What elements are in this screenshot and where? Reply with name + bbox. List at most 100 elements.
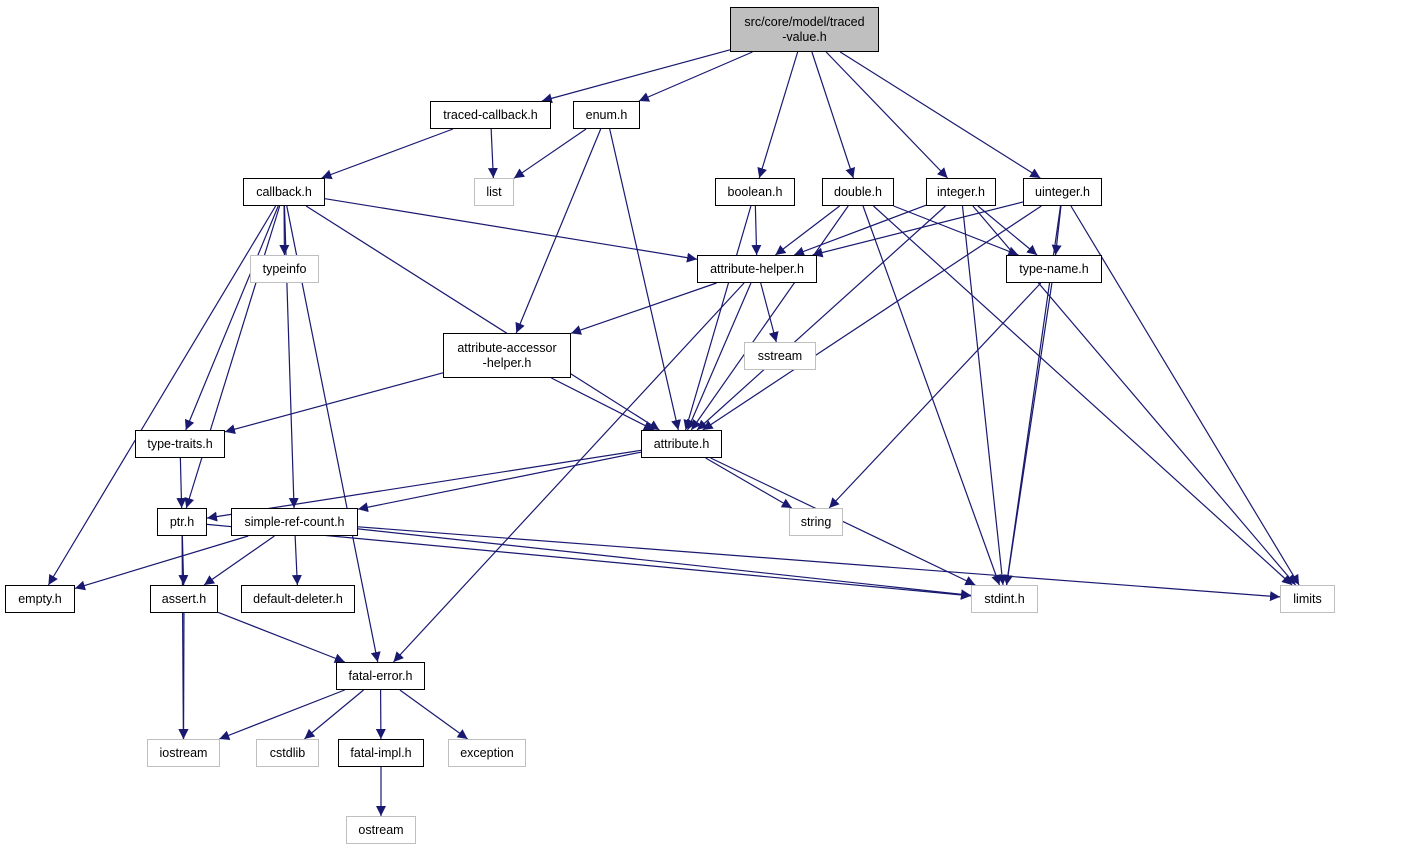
node-traced-callback[interactable]: traced-callback.h [430, 101, 551, 129]
node-default-deleter[interactable]: default-deleter.h [241, 585, 355, 613]
node-label: traced-callback.h [443, 107, 538, 122]
node-type-traits[interactable]: type-traits.h [135, 430, 225, 458]
node-label: integer.h [937, 184, 985, 199]
edge-simple-ref-count-to-assert [203, 535, 275, 586]
node-stdint: stdint.h [971, 585, 1038, 613]
node-cstdlib: cstdlib [256, 739, 319, 767]
node-label: string [800, 514, 832, 529]
edge-integer-to-type-name [977, 205, 1038, 256]
edge-attribute-helper-to-attribute [686, 282, 752, 431]
node-list: list [474, 178, 514, 206]
edge-callback-to-attribute-helper [324, 198, 698, 263]
edge-enum-to-list [513, 128, 587, 179]
node-assert[interactable]: assert.h [150, 585, 218, 613]
node-label: uinteger.h [1035, 184, 1090, 199]
node-iostream: iostream [147, 739, 220, 767]
node-label: attribute-accessor -helper.h [457, 340, 557, 370]
node-uinteger[interactable]: uinteger.h [1023, 178, 1102, 206]
dependency-edges [47, 49, 1300, 816]
node-label: assert.h [161, 591, 207, 606]
node-label: stdint.h [984, 591, 1025, 606]
edge-boolean-to-attribute-helper [751, 205, 762, 256]
node-fatal-error[interactable]: fatal-error.h [336, 662, 425, 690]
edge-double-to-stdint [862, 205, 1001, 586]
edge-root-to-double [811, 51, 856, 179]
edge-integer-to-attribute-helper [793, 204, 927, 257]
edge-enum-to-attribute-accessor-helper [515, 128, 602, 334]
edge-assert-to-fatal-error [217, 611, 345, 664]
node-label: type-name.h [1019, 261, 1089, 276]
node-callback[interactable]: callback.h [243, 178, 325, 206]
edge-callback-to-ptr [184, 205, 281, 509]
node-label: empty.h [18, 591, 62, 606]
edge-type-name-to-string [828, 282, 1042, 509]
node-label: fatal-impl.h [350, 745, 412, 760]
node-empty[interactable]: empty.h [5, 585, 75, 613]
node-limits: limits [1280, 585, 1335, 613]
node-sstream: sstream [744, 342, 816, 370]
edge-type-name-to-stdint [1003, 282, 1053, 586]
node-attribute-accessor-helper[interactable]: attribute-accessor -helper.h [443, 333, 571, 378]
node-label: callback.h [256, 184, 312, 199]
node-label: type-traits.h [147, 436, 213, 451]
edge-simple-ref-count-to-empty [74, 535, 249, 591]
node-label: boolean.h [727, 184, 783, 199]
edge-root-to-integer [825, 51, 948, 179]
edge-attribute-to-simple-ref-count [357, 451, 642, 513]
node-string: string [789, 508, 843, 536]
edge-attribute-to-ptr [206, 449, 642, 522]
node-ptr[interactable]: ptr.h [157, 508, 207, 536]
node-attribute-helper[interactable]: attribute-helper.h [697, 255, 817, 283]
edge-ptr-to-stdint [206, 523, 972, 600]
node-fatal-impl[interactable]: fatal-impl.h [338, 739, 424, 767]
node-label: attribute.h [653, 436, 710, 451]
node-simple-ref-count[interactable]: simple-ref-count.h [231, 508, 358, 536]
node-exception: exception [448, 739, 526, 767]
edge-uinteger-to-type-name [1051, 205, 1062, 256]
node-label: ptr.h [169, 514, 195, 529]
node-label: sstream [757, 348, 803, 363]
edge-traced-callback-to-callback [321, 128, 454, 180]
edge-attribute-helper-to-attribute-accessor-helper [570, 282, 717, 335]
node-label: fatal-error.h [348, 668, 413, 683]
node-label: attribute-helper.h [710, 261, 804, 276]
edge-integer-to-attribute [696, 205, 946, 431]
node-label: simple-ref-count.h [244, 514, 345, 529]
node-label: iostream [159, 745, 208, 760]
edge-attribute-helper-to-fatal-error [393, 282, 745, 663]
edge-root-to-traced-callback [541, 49, 731, 104]
edge-attribute-to-stdint [710, 457, 976, 586]
node-label: enum.h [585, 107, 628, 122]
edge-callback-to-type-traits [184, 205, 279, 431]
edge-simple-ref-count-to-limits [357, 526, 1281, 602]
edge-attribute-accessor-helper-to-attribute [551, 377, 655, 431]
node-double[interactable]: double.h [822, 178, 894, 206]
edge-fatal-error-to-iostream [219, 689, 345, 741]
node-typeinfo: typeinfo [250, 255, 319, 283]
edge-uinteger-to-attribute-helper [812, 201, 1024, 258]
edge-boolean-to-attribute [683, 205, 752, 431]
edge-double-to-attribute-helper [774, 205, 841, 256]
edge-integer-to-stdint [961, 205, 1007, 586]
node-boolean[interactable]: boolean.h [715, 178, 795, 206]
edge-simple-ref-count-to-default-deleter [291, 535, 302, 586]
edge-callback-to-empty [47, 205, 277, 586]
edge-attribute-accessor-helper-to-type-traits [224, 372, 444, 435]
node-integer[interactable]: integer.h [926, 178, 996, 206]
edge-root-to-enum [638, 51, 753, 102]
edge-attribute-helper-to-sstream [760, 282, 779, 343]
node-ostream: ostream [346, 816, 416, 844]
edge-uinteger-to-attribute [702, 205, 1042, 431]
node-type-name[interactable]: type-name.h [1006, 255, 1102, 283]
edge-double-to-type-name [893, 205, 1019, 256]
node-label: cstdlib [269, 745, 306, 760]
edge-double-to-limits [873, 205, 1293, 586]
node-enum[interactable]: enum.h [573, 101, 640, 129]
edge-uinteger-to-limits [1070, 205, 1300, 586]
node-label: default-deleter.h [253, 591, 343, 606]
edge-enum-to-attribute [609, 128, 681, 431]
node-label: typeinfo [262, 261, 307, 276]
node-attribute[interactable]: attribute.h [641, 430, 722, 458]
edge-root-to-uinteger [839, 51, 1041, 179]
